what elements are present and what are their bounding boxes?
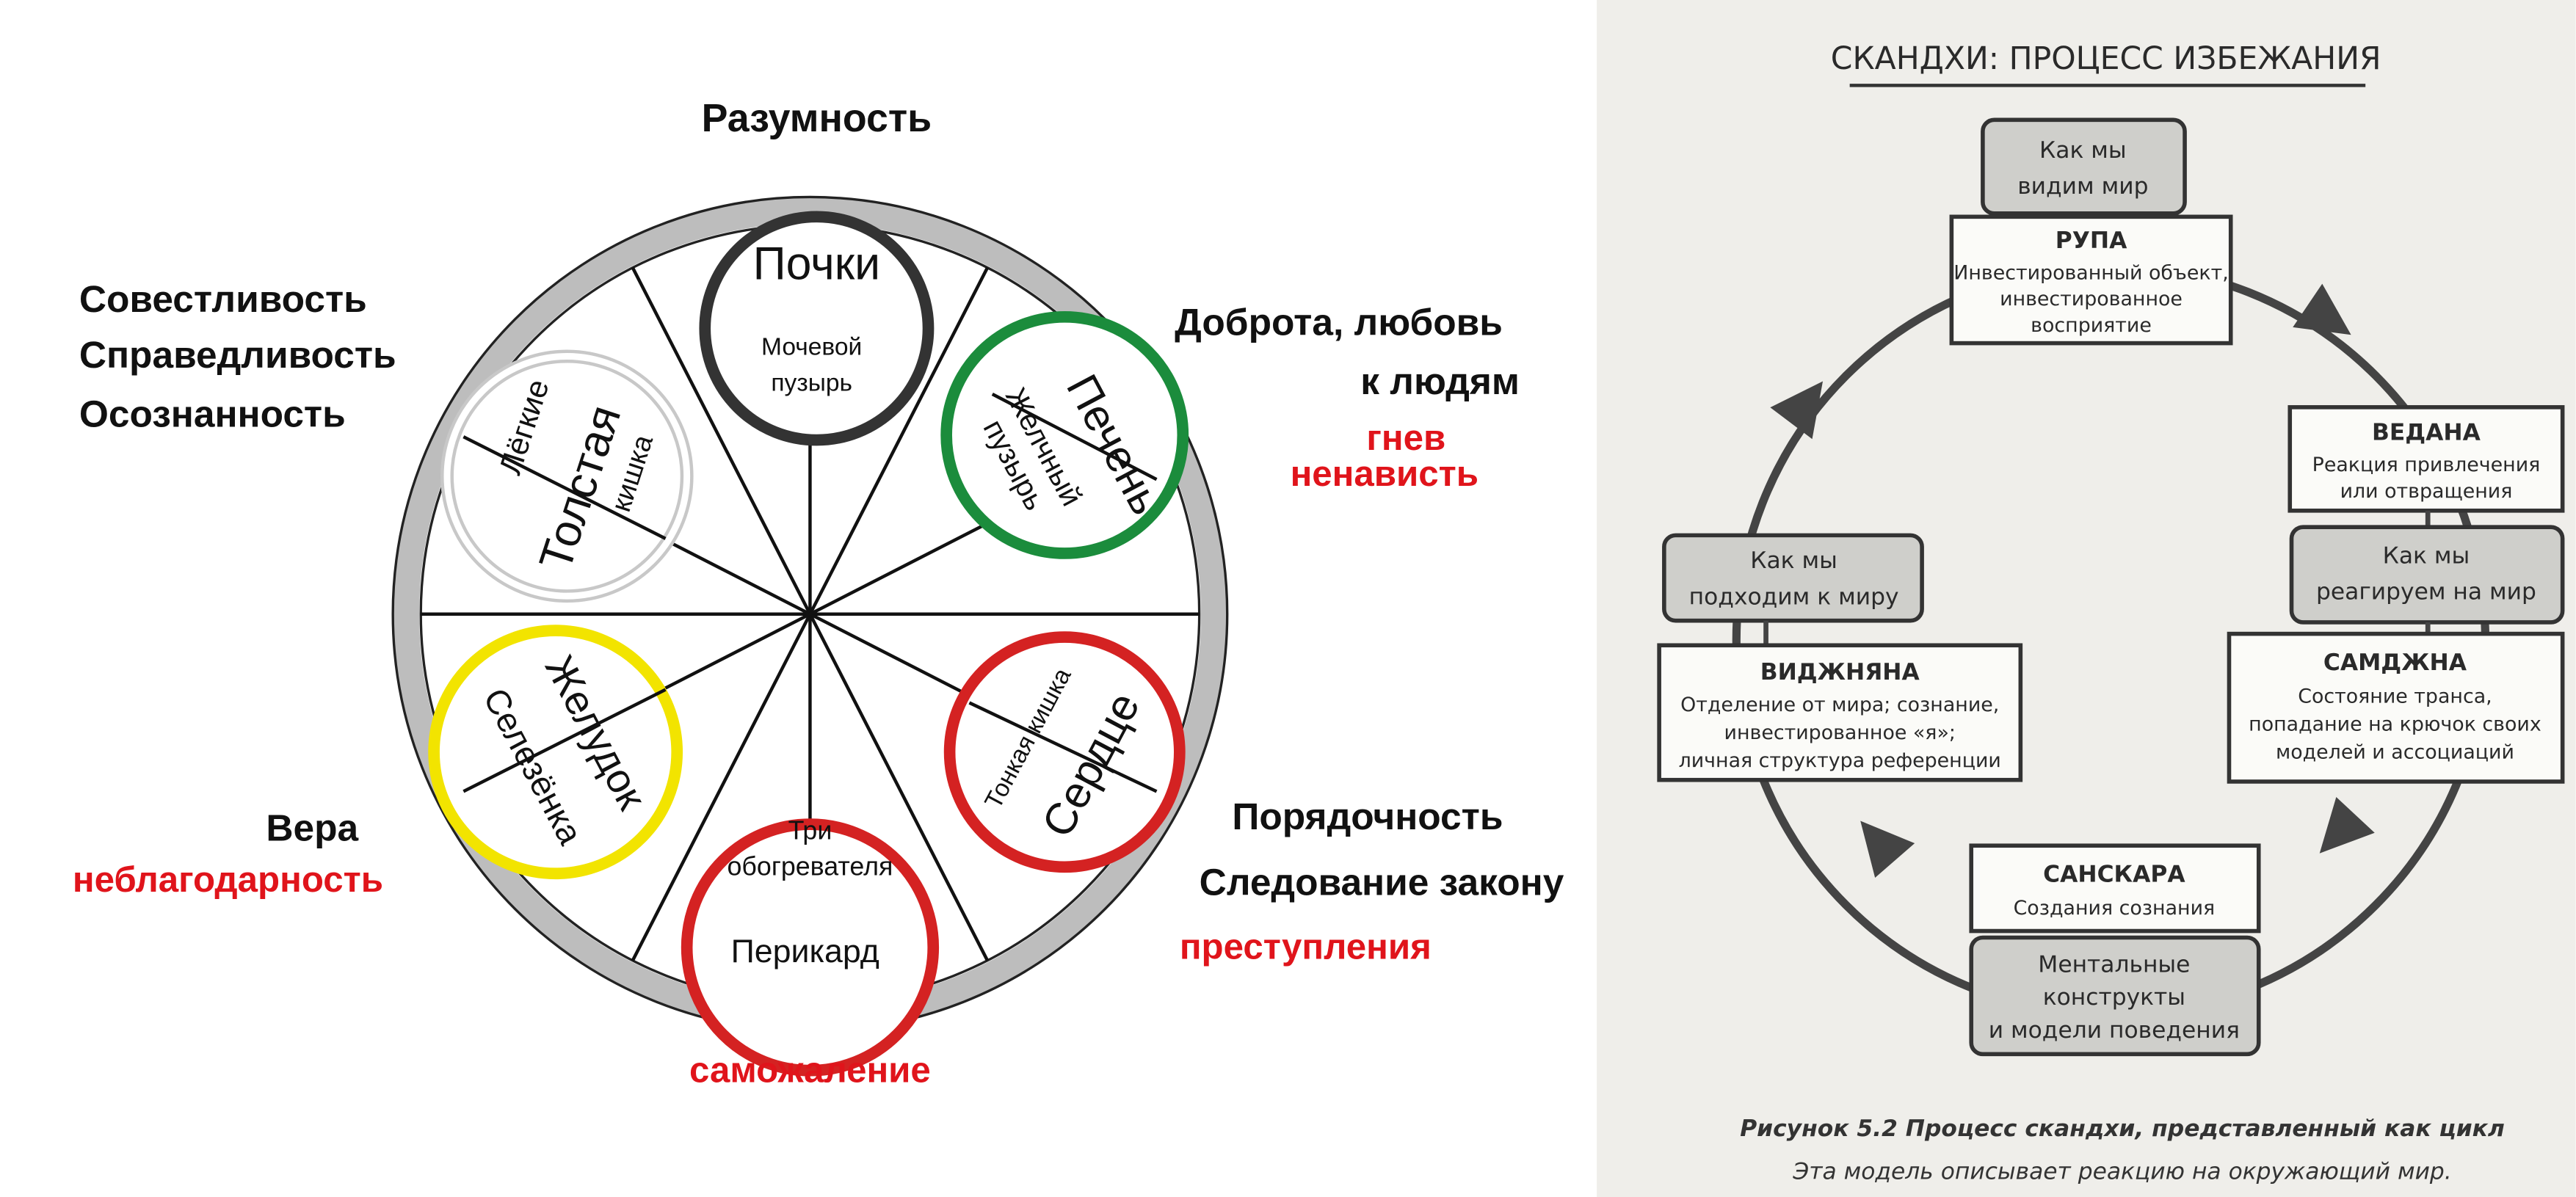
pericardium-circle: Три обогревателя Перикард	[681, 815, 940, 1077]
vijnana-desc: инвестированное «я»;	[1724, 721, 1956, 744]
rupa-title: РУПА	[2056, 228, 2127, 254]
five-elements-wheel: Почки Мочевой пузырь Печень Желчный пузы…	[73, 96, 1564, 1090]
samjna-title: САМДЖНА	[2323, 650, 2467, 676]
vijnana-desc: Отделение от мира; сознание,	[1680, 694, 1999, 716]
vijnana-desc: личная структура референции	[1679, 749, 2001, 772]
kidneys-label: Почки	[753, 238, 880, 289]
virtue-label: Осознанность	[79, 393, 346, 435]
sanskara-constructs: и модели поведения	[1989, 1017, 2240, 1044]
vijnana-approach-label: Как мы	[1750, 547, 1837, 574]
virtue-wisdom: Разумность	[702, 96, 932, 140]
rupa-desc: инвестированное	[2000, 288, 2183, 310]
triple-burner-label-2: обогревателя	[728, 851, 893, 881]
virtue-label: Вера	[266, 807, 358, 849]
emotion-negative-label: саможаление	[689, 1049, 931, 1090]
sanskara-desc: Создания сознания	[2014, 897, 2216, 920]
vedana-desc: или отвращения	[2340, 480, 2513, 503]
diagram-title: СКАНДХИ: ПРОЦЕСС ИЗБЕЖАНИЯ	[1831, 41, 2381, 77]
bladder-label-2: пузырь	[771, 369, 852, 396]
triple-burner-label: Три	[788, 815, 832, 845]
emotion-negative-label: неблагодарность	[73, 859, 383, 900]
virtue-label: Следование закону	[1200, 860, 1564, 903]
vedana-react-label: реагируем на мир	[2316, 579, 2536, 605]
figure-caption: Рисунок 5.2 Процесс скандхи, представлен…	[1740, 1116, 2505, 1142]
lungs-circle: Лёгкие Толстая кишка	[440, 349, 694, 603]
rupa-see-label: видим мир	[2017, 173, 2148, 200]
virtue-label: Справедливость	[79, 333, 396, 376]
emotion-negative-label: ненависть	[1291, 454, 1479, 494]
arrow-icon	[1770, 381, 1824, 440]
samjna-desc: моделей и ассоциаций	[2276, 741, 2514, 764]
pericardium-label: Перикард	[731, 933, 879, 969]
emotion-negative-label: преступления	[1180, 927, 1432, 967]
rupa-see-label: Как мы	[2039, 137, 2127, 164]
rupa-desc: Инвестированный объект,	[1953, 261, 2228, 284]
bladder-label: Мочевой	[761, 333, 862, 360]
stomach-circle: Желудок Селезёнка	[428, 625, 683, 880]
samjna-desc: Состояние транса,	[2298, 685, 2492, 708]
vedana-react-label: Как мы	[2383, 542, 2470, 569]
figure-subcaption: Эта модель описывает реакцию на окружающ…	[1792, 1158, 2451, 1185]
arrow-icon	[1860, 821, 1915, 878]
arrow-icon	[2319, 796, 2375, 854]
virtue-label: к людям	[1360, 360, 1520, 402]
samjna-desc: попадание на крючок своих	[2249, 713, 2541, 736]
vedana-desc: Реакция привлечения	[2312, 454, 2541, 476]
virtue-label: Порядочность	[1232, 795, 1503, 837]
rupa-desc: восприятие	[2031, 314, 2152, 337]
vijnana-approach-label: подходим к миру	[1689, 583, 1899, 610]
sanskara-constructs: конструкты	[2043, 984, 2185, 1011]
kidneys-circle: Почки Мочевой пузырь	[699, 211, 935, 446]
virtue-label: Совестливость	[79, 277, 367, 320]
virtue-label: Доброта, любовь	[1175, 300, 1503, 343]
skandha-cycle-diagram: СКАНДХИ: ПРОЦЕСС ИЗБЕЖАНИЯ Как мы видим …	[1597, 0, 2576, 1197]
emotion-negative-label: гнев	[1366, 418, 1445, 458]
arrow-icon	[2293, 283, 2351, 335]
sanskara-title: САНСКАРА	[2043, 861, 2185, 887]
heart-circle: Тонкая кишка Сердце	[943, 631, 1186, 873]
liver-circle: Печень Желчный пузырь	[940, 310, 1189, 559]
sanskara-constructs: Ментальные	[2038, 951, 2190, 978]
vedana-title: ВЕДАНА	[2372, 420, 2481, 446]
vijnana-title: ВИДЖНЯНА	[1760, 659, 1920, 685]
